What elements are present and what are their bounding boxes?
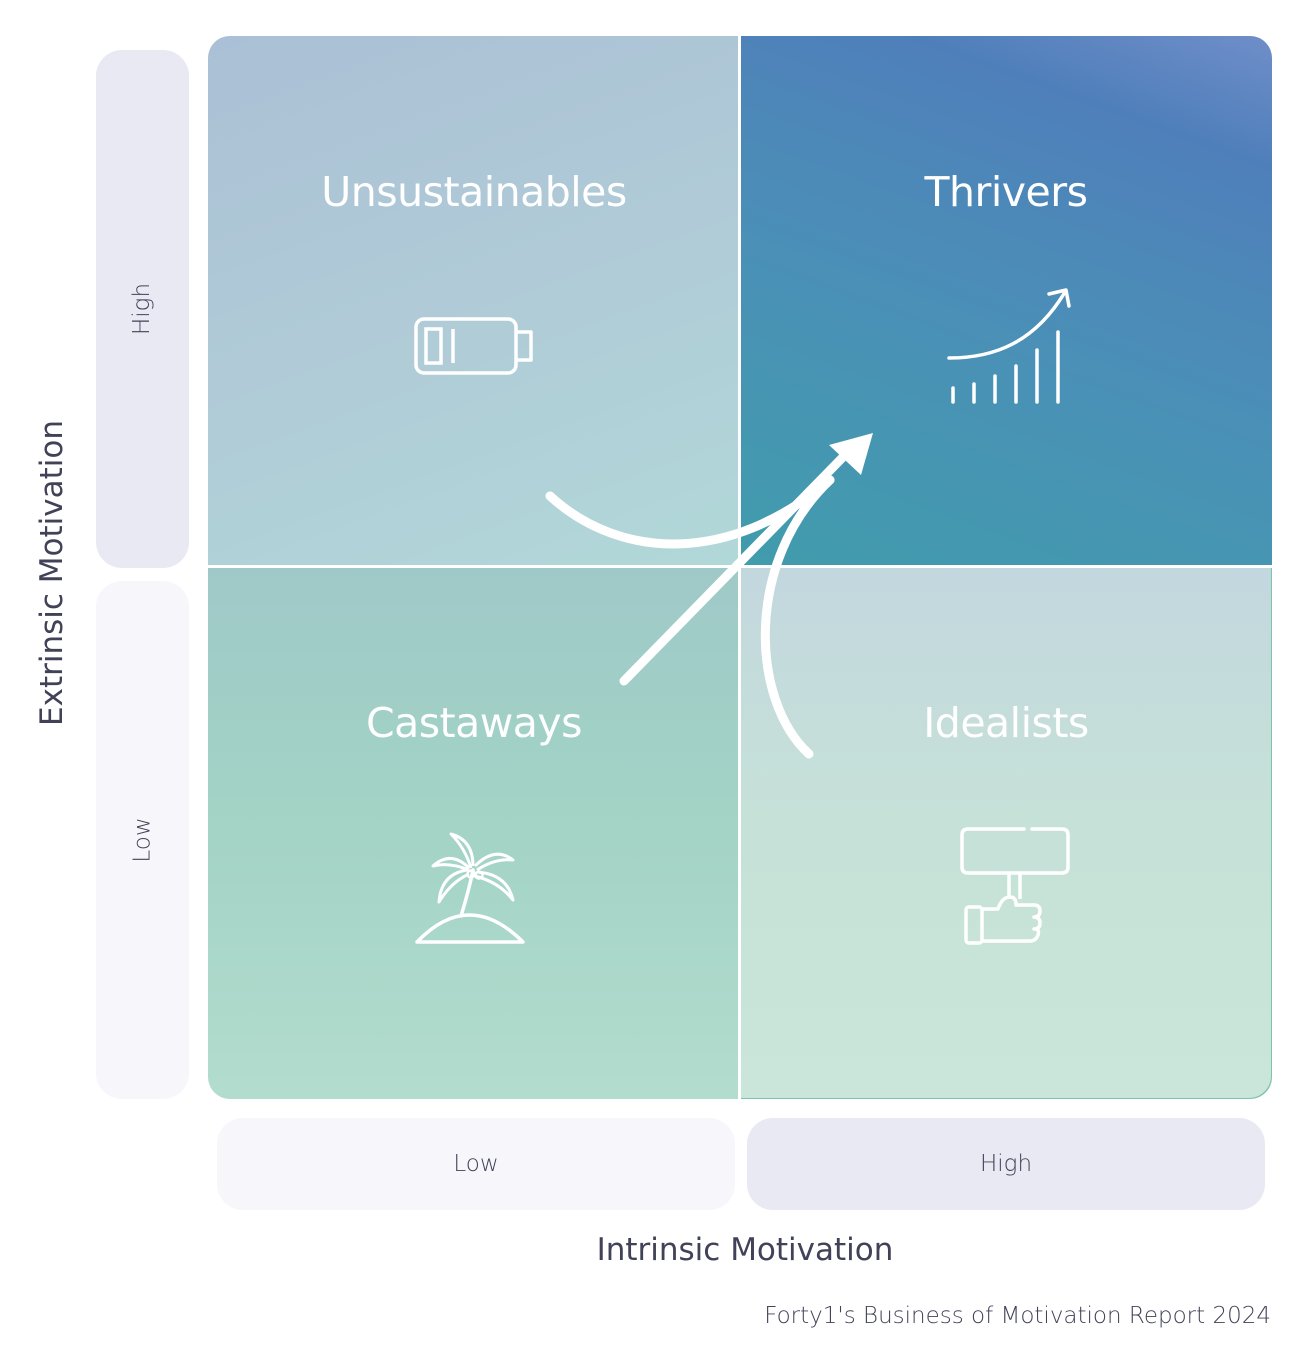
x-axis-high-pill: High [747,1118,1265,1210]
battery-low-icon [414,317,533,375]
growth-chart-icon [947,288,1071,404]
x-axis-low-label: Low [453,1151,499,1177]
arrow-from-castaways [619,450,850,686]
source-caption: Forty1's Business of Motivation Report 2… [764,1303,1271,1329]
x-axis-low-pill: Low [217,1118,735,1210]
quadrant-title-idealists: Idealists [923,699,1089,747]
arrow-from-idealists [760,475,835,759]
x-axis-title: Intrinsic Motivation [596,1232,894,1268]
quadrant-title-castaways: Castaways [365,699,583,747]
x-axis-high-label: High [979,1151,1033,1177]
palm-island-icon [415,832,525,944]
protest-sign-icon [960,827,1070,945]
arrowhead [829,433,873,475]
y-axis-title: Extrinsic Motivation [34,420,70,726]
y-axis-low-pill: Low [96,581,189,1099]
quadrant-idealists: Idealists [740,567,1272,1099]
quadrant-title-unsustainables: Unsustainables [321,168,627,216]
y-axis-high-pill: High [96,50,189,568]
quadrant-title-thrivers: Thrivers [924,168,1088,216]
quadrant-unsustainables: Unsustainables [208,36,740,567]
